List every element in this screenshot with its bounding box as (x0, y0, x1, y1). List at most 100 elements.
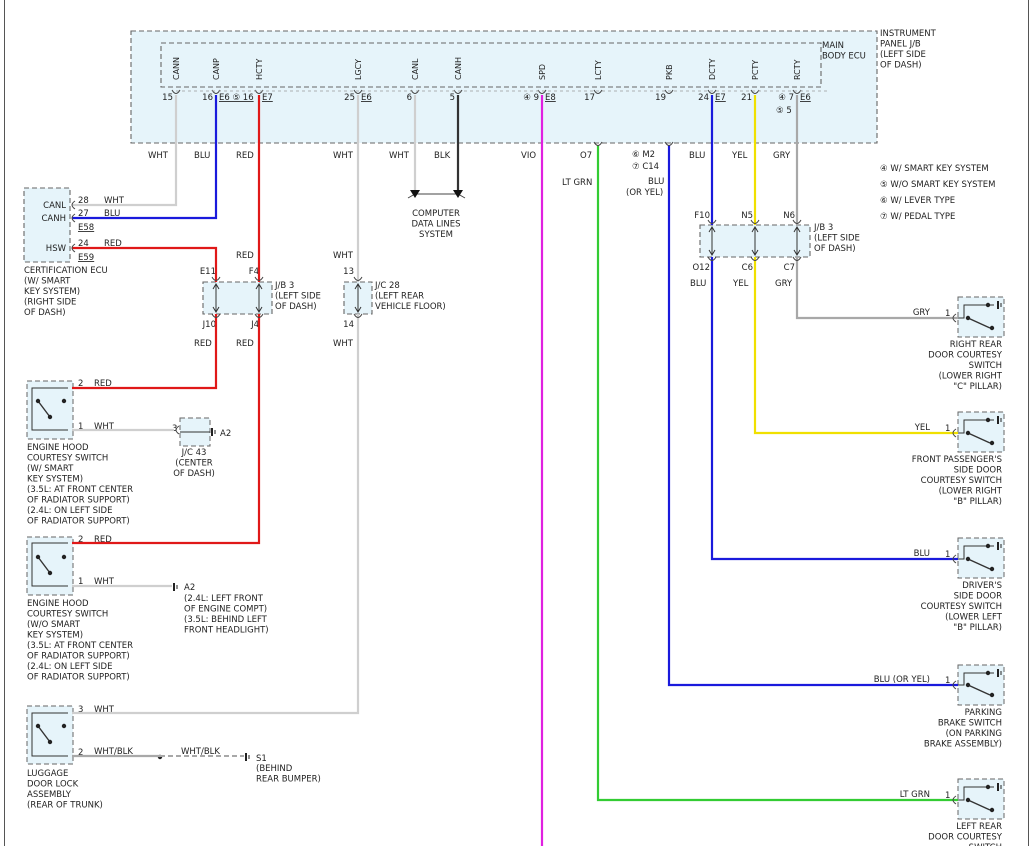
switch-contact (965, 430, 971, 436)
wire-color-label: WHT (104, 196, 125, 206)
wire-cann (72, 95, 178, 207)
door-switch-label: (LOWER RIGHT (939, 487, 1003, 497)
switch-contact (47, 739, 53, 745)
pin-mark (211, 276, 221, 281)
pin-mark (792, 219, 802, 224)
pin-mark (71, 243, 76, 253)
luggage-door-lock-label: DOOR LOCK (27, 780, 79, 790)
door-switch-label: SWITCH (969, 843, 1002, 846)
wire-hood1-2 (72, 314, 218, 390)
wire-color-label: BLK (434, 151, 451, 161)
engine-hood-switch-2-label: (3.5L: AT FRONT CENTER (27, 641, 133, 651)
pin-mark (593, 141, 603, 146)
switch-contact (35, 554, 41, 560)
switch-contact (985, 670, 991, 676)
main-body-ecu-label: MAIN (822, 41, 844, 51)
cert-ecu-pin-name: CANL (43, 201, 66, 211)
ecu-pin-name: PCTY (751, 60, 760, 80)
switch-icon (31, 712, 68, 757)
certification-ecu (23, 187, 71, 263)
ground-code: A2 (220, 429, 231, 439)
wire-color-label: ⑥ M2 (632, 150, 655, 160)
ecu-connector-note: E8 (545, 93, 556, 103)
wire-pcty-lower (753, 257, 958, 435)
ground-code: A2 (184, 583, 195, 593)
engine-hood-switch-1-label: COURTESY SWITCH (27, 454, 108, 464)
jb3-left (202, 281, 273, 315)
door-switch-2 (957, 537, 1005, 579)
wire-color-label: RED (194, 339, 212, 349)
wire-color-label: BLU (648, 177, 664, 187)
wire-color-label: WHT (94, 577, 115, 587)
ecu-pin-number: ④ 7 (778, 93, 794, 103)
wire-color-label: VIO (521, 151, 536, 161)
ecu-pin-name: DCTY (708, 58, 717, 80)
jc-pin: 13 (343, 267, 354, 277)
jb3-left-label: (LEFT SIDE (275, 292, 321, 302)
jc28-label: (LEFT REAR (375, 292, 424, 302)
computer-data-lines-label: COMPUTER (412, 209, 460, 219)
door-switch-label: "B" PILLAR) (953, 623, 1002, 633)
wire-color-label: GRY (773, 151, 791, 161)
ecu-connector-note: E6 ⑤ 16 (219, 93, 254, 103)
certification-ecu-label: CERTIFICATION ECU (24, 266, 108, 276)
ground-location-label: OF ENGINE COMPT) (184, 605, 267, 615)
junction-arrow (793, 226, 801, 233)
cert-ecu-pin-name: CANH (42, 214, 67, 224)
connector-code: E59 (78, 253, 94, 263)
pin-mark (707, 219, 717, 224)
engine-hood-switch-2-label: ENGINE HOOD (27, 599, 89, 609)
cert-ecu-pin-number: 28 (78, 196, 89, 206)
door-switch-label: (LOWER LEFT (945, 613, 1003, 623)
door-switch-label: COURTESY SWITCH (921, 602, 1002, 612)
jb-pin: E11 (200, 267, 216, 277)
pin-mark (254, 313, 264, 318)
door-switch-label: "C" PILLAR) (953, 382, 1002, 392)
jb-pin: J10 (202, 320, 216, 330)
door-switch-label: (LOWER RIGHT (939, 372, 1003, 382)
engine-hood-switch-2-label: OF RADIATOR SUPPORT) (27, 652, 130, 662)
junction-arrow (255, 283, 263, 290)
wire-color-label: RED (236, 339, 254, 349)
wire-color-label: LT GRN (562, 178, 592, 188)
ecu-connector-note: E7 (715, 93, 726, 103)
jb-pin: C6 (742, 263, 753, 273)
pin-mark (353, 276, 363, 281)
wire-color-label: BLU (104, 209, 120, 219)
switch-icon (967, 432, 991, 444)
jb-pin: N5 (741, 211, 753, 221)
jb3-right-label: OF DASH) (814, 244, 856, 254)
switch-pin: 1 (78, 577, 83, 587)
switch-contact (989, 692, 995, 698)
ecu-pin-number: 17 (584, 93, 595, 103)
ecu-pin-name: PKB (665, 64, 674, 80)
junction-arrow (751, 249, 759, 256)
door-switch-0 (957, 296, 1005, 338)
wire-color-label: YEL (914, 423, 931, 433)
switch-contact (35, 398, 41, 404)
main-body-ecu-label: BODY ECU (822, 52, 866, 62)
switch-pin: 1 (78, 422, 83, 432)
wire-color-label: WHT (333, 151, 354, 161)
wire-dcty-lower (710, 257, 958, 561)
jc28-label: VEHICLE FLOOR) (375, 302, 446, 312)
cert-ecu-pin-number: 24 (78, 239, 89, 249)
wire-color-label: ⑦ C14 (632, 162, 659, 172)
junction-arrow (255, 306, 263, 313)
wire-color-label: LT GRN (900, 790, 930, 800)
main-body-ecu (160, 42, 822, 88)
wire-color-label: YEL (732, 279, 749, 289)
wire-pkb (667, 145, 958, 687)
jb3-left-label: OF DASH) (275, 302, 317, 312)
wire-color-label: (OR YEL) (626, 188, 663, 198)
wire-color-label: WHT (148, 151, 169, 161)
pin-mark (71, 213, 76, 223)
wire-color-label: RED (104, 239, 122, 249)
door-switch-label: SIDE DOOR (954, 592, 1002, 602)
jc28-label: J/C 28 (374, 281, 400, 291)
ecu-pin-name: HCTY (255, 59, 264, 80)
pin-mark (664, 141, 674, 146)
legend-item: ⑥ W/ LEVER TYPE (880, 196, 955, 206)
door-switch-label: COURTESY SWITCH (921, 476, 1002, 486)
wire-hood2-2 (72, 314, 261, 545)
